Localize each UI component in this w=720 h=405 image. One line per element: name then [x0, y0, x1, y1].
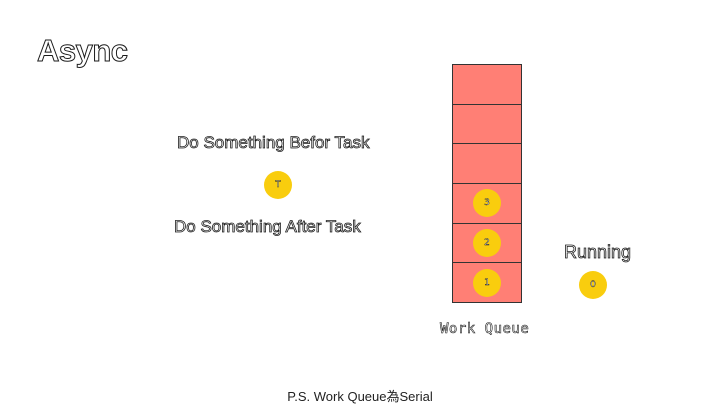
- queue-slot-empty: [453, 103, 521, 144]
- queue-slot: 1: [453, 262, 521, 302]
- work-queue: 1 2 3: [452, 64, 522, 303]
- task-circle: T: [264, 171, 292, 199]
- running-task-circle: 0: [579, 271, 607, 299]
- footnote: P.S. Work Queue為Serial: [287, 389, 433, 404]
- running-label: Running: [564, 242, 632, 263]
- queue-slot: 3: [453, 182, 521, 223]
- queue-slot-empty: [453, 143, 521, 183]
- queue-slot: 2: [453, 222, 521, 263]
- queue-slot-empty: [453, 65, 521, 104]
- slide-title: Async: [37, 33, 129, 69]
- after-task-label: Do Something After Task: [174, 217, 362, 237]
- queued-task-circle: 2: [473, 228, 501, 257]
- queued-task-circle: 3: [473, 189, 501, 218]
- queued-task-circle: 1: [473, 268, 501, 297]
- before-task-label: Do Something Befor Task: [177, 133, 370, 153]
- work-queue-label: Work Queue: [440, 321, 530, 338]
